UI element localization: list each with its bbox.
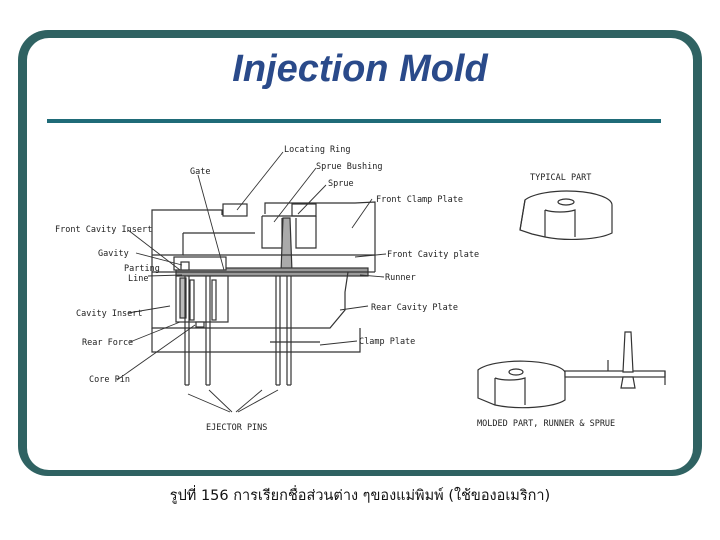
front-clamp-plate (151, 201, 376, 255)
label-core-pin: Core Pin (89, 375, 130, 385)
front-cavity-plate (151, 233, 376, 272)
label-rear-force: Rear Force (82, 338, 133, 348)
injection-mold-diagram: Locating Ring Sprue Bushing Sprue Gate F… (55, 145, 666, 433)
molded-part-illustration (477, 331, 666, 409)
label-parting-line-1: Parting (124, 264, 160, 274)
cavity (173, 256, 227, 271)
label-typical-part: TYPICAL PART (530, 173, 591, 183)
label-clamp-plate: Clamp Plate (359, 337, 415, 347)
leader-lines (116, 151, 387, 413)
ejector-pins (184, 276, 292, 386)
title-underline (47, 119, 661, 123)
clamp-plate (151, 328, 361, 353)
label-ejector-pins: EJECTOR PINS (206, 423, 267, 433)
label-molded-part: MOLDED PART, RUNNER & SPRUE (477, 419, 615, 429)
runner (152, 267, 375, 277)
label-sprue-bushing: Sprue Bushing (316, 162, 383, 172)
slide-title: Injection Mold (232, 48, 488, 90)
typical-part-illustration (519, 190, 613, 241)
label-parting-line-2: Line (128, 274, 148, 284)
label-gate: Gate (190, 167, 210, 177)
cavity-insert (175, 275, 229, 323)
sprue-channel (280, 217, 293, 273)
label-sprue: Sprue (328, 179, 354, 189)
slide-content-area (27, 38, 693, 470)
label-cavity: Gavity (98, 249, 129, 259)
label-runner: Runner (385, 273, 416, 283)
core-pin (195, 321, 205, 328)
label-cavity-insert: Cavity Insert (76, 309, 143, 319)
figure-caption: รูปที่ 156 การเรียกชื่อส่วนต่าง ๆของแม่พ… (169, 488, 551, 504)
label-front-cavity-plate: Front Cavity plate (387, 250, 479, 260)
rear-cavity-plate (151, 271, 349, 329)
label-front-cavity-insert: Front Cavity Insert (55, 225, 152, 235)
label-locating-ring: Locating Ring (284, 145, 351, 155)
label-front-clamp-plate: Front Clamp Plate (376, 195, 463, 205)
label-rear-cavity-plate: Rear Cavity Plate (371, 303, 458, 313)
